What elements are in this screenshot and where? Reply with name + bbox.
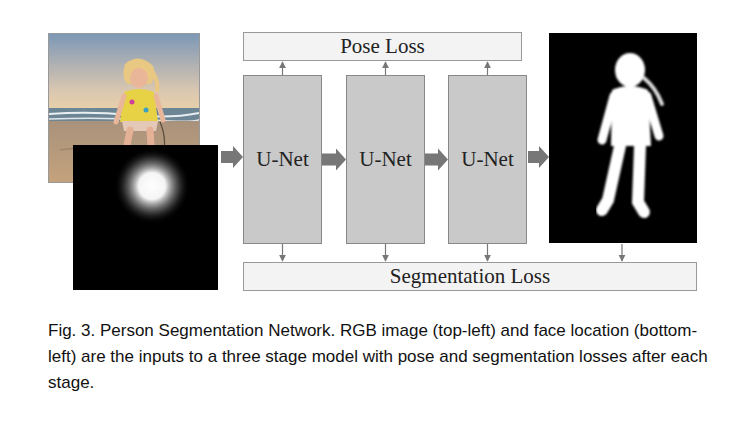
node-label: Pose Loss [340,34,425,59]
unet-box: U-Net [243,75,322,244]
loss-band: Segmentation Loss [243,262,697,291]
output-arrow [528,146,549,168]
loss-arrow [282,244,283,261]
node-label: U-Net [359,147,411,172]
loss-arrow [487,62,488,75]
node-label: Segmentation Loss [390,264,550,289]
input-arrow [221,146,243,168]
face-heatmap [73,145,218,290]
loss-arrow [385,244,386,261]
unet-box: U-Net [448,75,527,244]
segmentation-mask [549,33,697,243]
stage-arrow [425,149,448,171]
stage-arrow [322,149,346,171]
loss-arrow [282,62,283,75]
node-label: U-Net [461,147,513,172]
loss-arrow [385,62,386,75]
loss-band: Pose Loss [243,32,522,61]
loss-arrow [487,244,488,261]
node-label: U-Net [256,147,308,172]
figure-caption: Fig. 3. Person Segmentation Network. RGB… [48,318,724,396]
unet-box: U-Net [346,75,425,244]
mask-loss-arrow [621,244,622,261]
